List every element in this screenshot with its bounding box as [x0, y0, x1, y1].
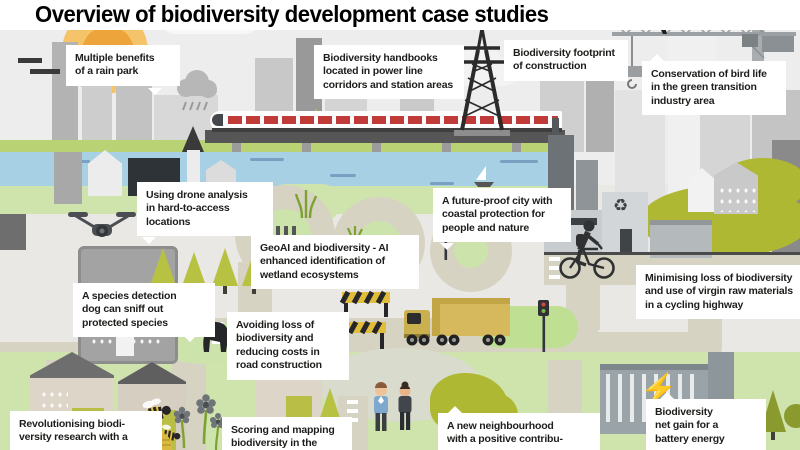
house-windows	[716, 182, 756, 212]
train-windows	[228, 116, 558, 124]
train-windshield	[212, 114, 223, 126]
bush-icon	[784, 404, 800, 428]
callout-tail	[148, 88, 162, 102]
recycle-door	[620, 229, 632, 253]
callout-cycling-highway: Minimising loss of biodiversity and use …	[636, 265, 800, 320]
recycle-icon: ♻	[613, 196, 629, 215]
train-underframe	[212, 128, 562, 132]
callout-tail	[650, 47, 664, 61]
page-title: Overview of biodiversity development cas…	[35, 1, 549, 27]
callout-future-proof: A future-proof city with coastal protect…	[433, 188, 571, 243]
callout-tail	[448, 399, 462, 413]
callout-neighbourhood: A new neighbourhood with a positive cont…	[438, 413, 600, 450]
ground-line	[544, 252, 800, 255]
water-ripple	[250, 158, 284, 161]
bridge-pier	[442, 143, 451, 153]
callout-tail	[440, 243, 454, 257]
bridge-pier	[302, 143, 311, 153]
callout-scoring: Scoring and mapping biodiversity in the	[222, 417, 352, 450]
tree-icon	[212, 248, 238, 294]
bridge-pier	[232, 143, 241, 153]
rooftop-antenna	[30, 69, 60, 74]
crosswalk	[448, 322, 459, 349]
callout-species-dog: A species detection dog can sniff out pr…	[73, 283, 215, 338]
callout-tail	[660, 385, 674, 399]
callout-tail	[142, 237, 156, 251]
factory-window-band	[549, 218, 597, 225]
water-ripple	[330, 174, 356, 177]
median-green	[478, 306, 578, 348]
crosswalk	[549, 257, 560, 284]
grass-strip	[0, 140, 565, 154]
water-ripple	[430, 182, 454, 185]
industrial-hangar	[650, 220, 712, 258]
callout-drone: Using drone analysis in hard-to-access l…	[137, 182, 273, 237]
callout-handbooks: Biodiversity handbooks located in power …	[314, 45, 464, 100]
callout-geoai: GeoAI and biodiversity - AI enhanced ide…	[251, 235, 419, 290]
callout-net-gain: Biodiversity net gain for a battery ener…	[646, 399, 766, 450]
water-ripple	[500, 160, 538, 163]
callout-avoiding-loss: Avoiding loss of biodiversity and reduci…	[227, 312, 349, 380]
crosswalk	[347, 400, 358, 427]
callout-rain-park: Multiple benefits of a rain park	[66, 45, 180, 86]
callout-tail	[183, 335, 197, 349]
building	[54, 152, 82, 204]
callout-footprint: Biodiversity footprint of construction	[504, 40, 628, 81]
factory-chimney	[552, 118, 559, 140]
bridge-pier	[512, 143, 521, 153]
rooftop-antenna	[18, 58, 42, 63]
callout-revolutionising: Revolutionising biodi- versity research …	[10, 411, 162, 450]
bridge-pier	[372, 143, 381, 153]
callout-bird-life: Conservation of bird life in the green t…	[642, 61, 786, 116]
